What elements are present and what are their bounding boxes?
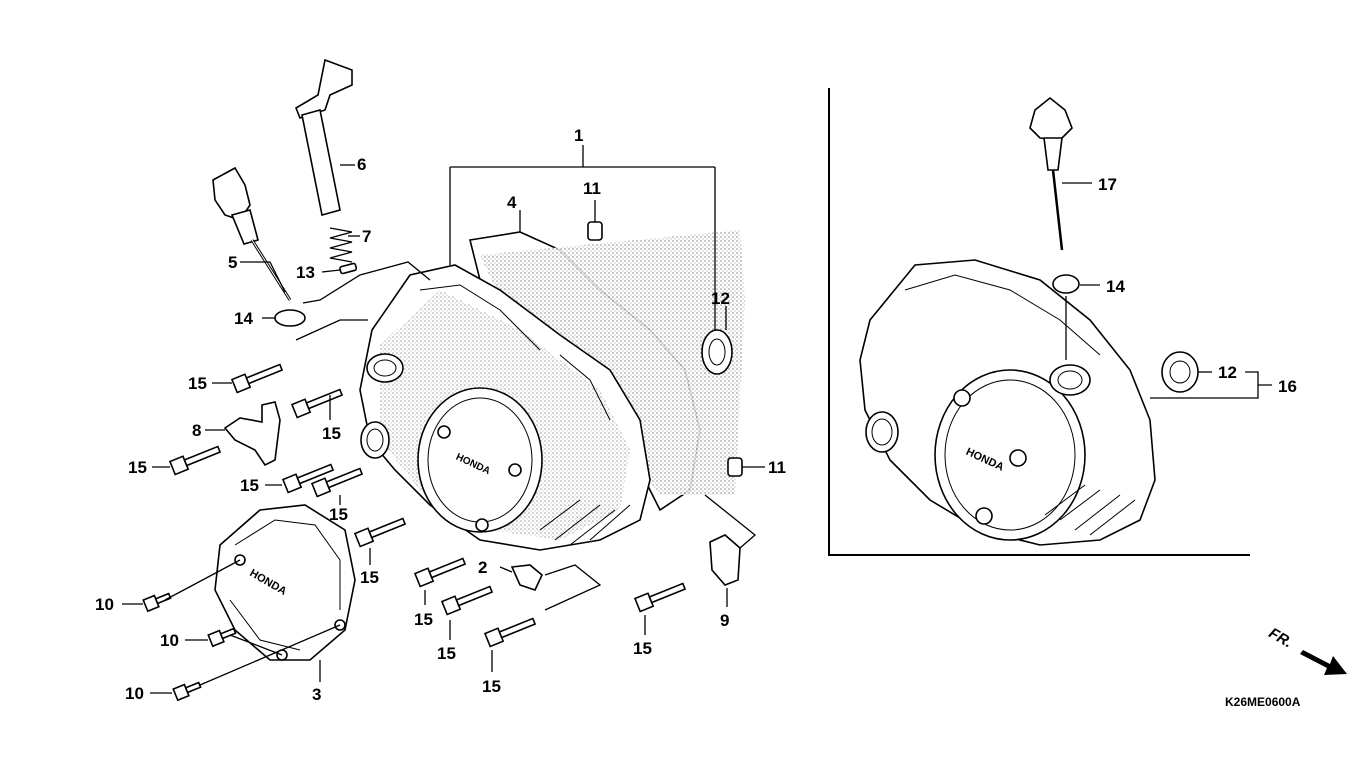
callout-10: 10 [95, 595, 114, 614]
callout-6: 6 [357, 155, 366, 174]
callout-14: 14 [234, 309, 253, 328]
right-cover-assembly: HONDA [859, 259, 1156, 546]
oil-level-gauge [212, 166, 292, 301]
sensor [709, 534, 741, 586]
dowel-pin-lower [727, 457, 743, 477]
callout-16: 16 [1278, 377, 1297, 396]
oil-level-gauge-inset [1029, 96, 1073, 251]
callout-15: 15 [360, 568, 379, 587]
callout-15: 15 [322, 424, 341, 443]
inset-frame [828, 88, 1250, 556]
bearing-inset [1161, 351, 1199, 393]
bearing-left [701, 329, 733, 375]
callout-labels: 1 11 4 6 7 13 5 14 12 15 15 8 15 15 15 1… [95, 126, 1297, 704]
generator-cover: HONDA [214, 504, 356, 661]
svg-text:FR.: FR. [1266, 625, 1295, 652]
callout-11: 11 [768, 458, 786, 477]
callout-10: 10 [125, 684, 144, 703]
callout-10: 10 [160, 631, 179, 650]
spring-pin [339, 262, 358, 275]
dowel-pin-upper [587, 221, 603, 241]
callout-3: 3 [312, 685, 321, 704]
callout-13: 13 [296, 263, 315, 282]
callout-4: 4 [507, 193, 517, 212]
callout-1: 1 [574, 126, 583, 145]
callout-15: 15 [414, 610, 433, 629]
callout-12: 12 [711, 289, 730, 308]
o-ring-inset [1052, 274, 1080, 294]
o-ring-left [274, 309, 306, 327]
callout-15: 15 [437, 644, 456, 663]
callout-7: 7 [362, 227, 371, 246]
callout-15: 15 [329, 505, 348, 524]
callout-17: 17 [1098, 175, 1117, 194]
diagram-code: K26ME0600A [1225, 695, 1301, 709]
callout-15: 15 [188, 374, 207, 393]
front-direction-arrow: FR. [1266, 625, 1347, 675]
callout-15: 15 [240, 476, 259, 495]
shift-shaft [295, 58, 353, 217]
callout-5: 5 [228, 253, 237, 272]
callout-12: 12 [1218, 363, 1237, 382]
callout-15: 15 [128, 458, 147, 477]
callout-14: 14 [1106, 277, 1125, 296]
callout-15: 15 [482, 677, 501, 696]
bracket [223, 401, 281, 467]
leader-lines-inset [1062, 182, 1272, 399]
return-spring [329, 227, 353, 263]
callout-2: 2 [478, 558, 487, 577]
bolts [142, 363, 687, 702]
callout-11: 11 [583, 179, 601, 198]
callout-9: 9 [720, 611, 729, 630]
callout-15: 15 [633, 639, 652, 658]
right-crankcase-cover: HONDA [359, 230, 745, 551]
callout-8: 8 [192, 421, 201, 440]
leader-lines [122, 164, 757, 694]
clamp [510, 564, 543, 591]
